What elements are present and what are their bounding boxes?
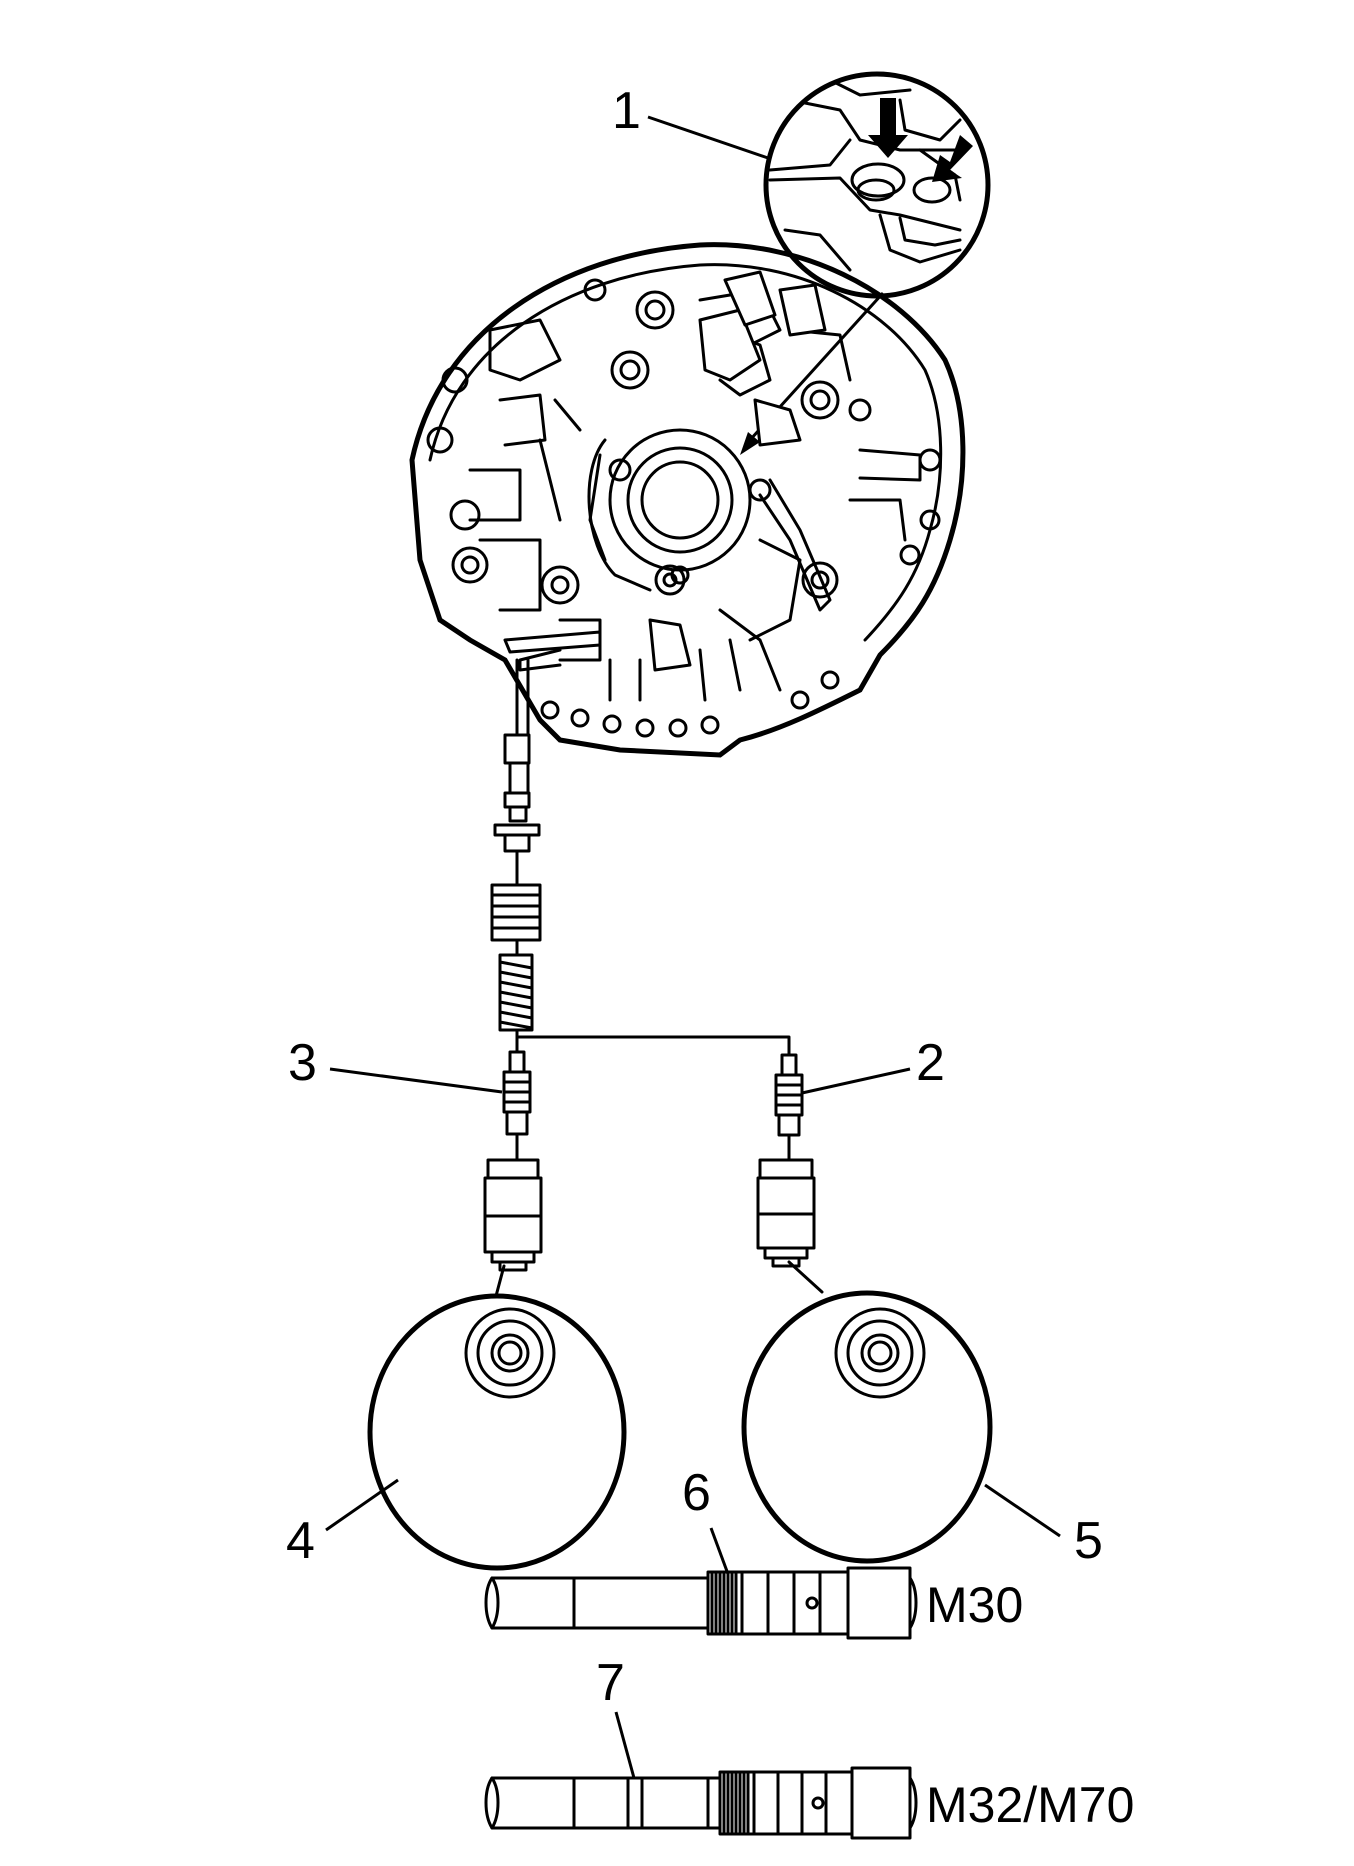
callout-5: 5 (1074, 1512, 1103, 1570)
shaft-m30 (484, 1566, 918, 1640)
callout-1-leader (647, 115, 769, 160)
valve-body-housing (409, 242, 966, 758)
arrow-icon (740, 432, 760, 455)
callout-5-leader (984, 1483, 1061, 1538)
callout-7-leader (614, 1711, 636, 1779)
detail-inset (763, 71, 991, 299)
pressure-gauge-right (741, 1260, 993, 1564)
variant-label-m32-m70: M32/M70 (926, 1777, 1134, 1833)
down-arrow-icon (868, 98, 908, 158)
pressure-tap-fitting-right (756, 1053, 816, 1268)
callout-3: 3 (288, 1034, 317, 1092)
callout-1: 1 (612, 82, 641, 140)
callout-4: 4 (286, 1512, 315, 1570)
callout-6: 6 (682, 1464, 711, 1522)
pressure-tap-fitting-left (483, 1050, 543, 1272)
callout-3-leader (329, 1067, 503, 1094)
down-arrow-icon (932, 135, 973, 182)
shaft-m32-m70 (484, 1766, 918, 1840)
callout-2-leader (801, 1067, 911, 1095)
pressure-gauge-left (367, 1264, 627, 1571)
spring (498, 953, 534, 1032)
branch-line (515, 1035, 791, 1057)
callout-7: 7 (596, 1654, 625, 1712)
variant-label-m30: M30 (926, 1577, 1023, 1633)
callout-4-leader (325, 1478, 399, 1532)
valve-stack (490, 658, 542, 1062)
callout-2: 2 (916, 1034, 945, 1092)
callout-6-leader (709, 1527, 730, 1575)
